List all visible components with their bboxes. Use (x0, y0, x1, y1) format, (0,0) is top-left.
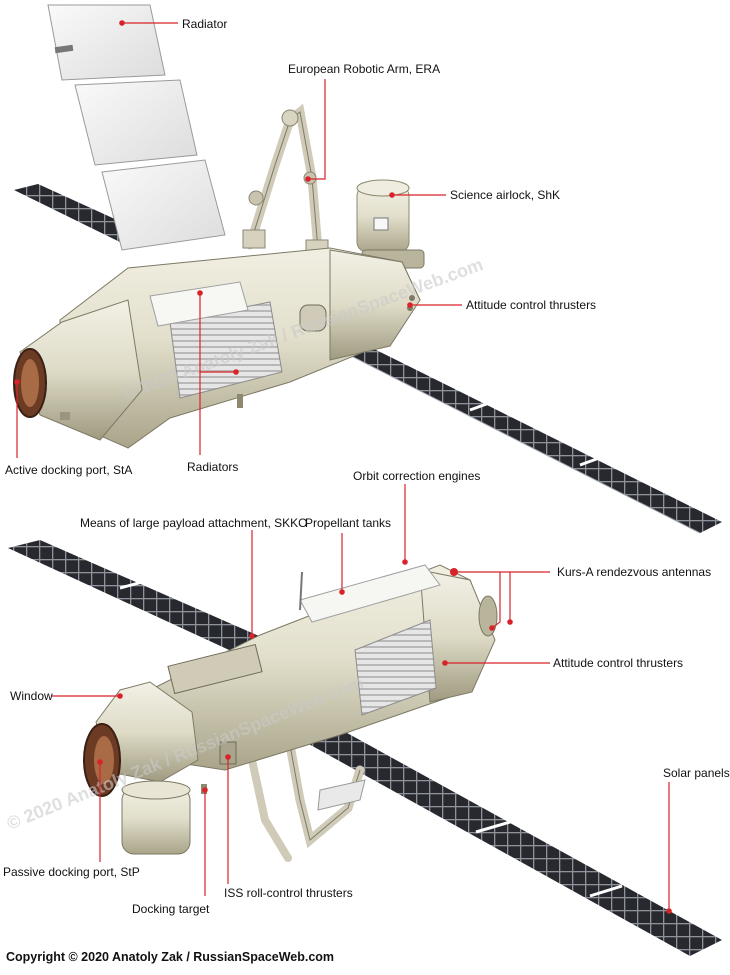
label-passive-docking-port: Passive docking port, StP (3, 865, 140, 879)
bottom-main-body (83, 564, 498, 855)
label-propellant-tanks: Propellant tanks (305, 516, 392, 530)
label-attitude-thrusters-bottom: Attitude control thrusters (553, 656, 684, 670)
lower-arm (248, 740, 366, 862)
bottom-module-view: © 2020 Anatoly Zak / RussianSpaceWeb.com (4, 540, 722, 956)
top-left-solar-array (14, 184, 150, 246)
label-radiators: Radiators (187, 460, 239, 474)
copyright-credit: Copyright © 2020 Anatoly Zak / RussianSp… (6, 950, 335, 964)
top-module-view: © 2020 Anatoly Zak / RussianSpaceWeb.com (13, 4, 722, 534)
label-kurs-antennas: Kurs-A rendezvous antennas (557, 565, 712, 579)
label-active-docking-port: Active docking port, StA (5, 463, 133, 477)
label-solar-panels: Solar panels (663, 766, 730, 780)
bottom-left-solar-array (8, 540, 268, 655)
top-main-body (13, 247, 421, 449)
label-skko: Means of large payload attachment, SKKO (80, 516, 308, 530)
radiator-panels (47, 4, 226, 251)
label-radiator: Radiator (182, 17, 228, 31)
label-era: European Robotic Arm, ERA (288, 62, 441, 76)
leader-dots (14, 20, 672, 914)
leader-lines (16, 22, 670, 911)
bottom-right-solar-array (298, 728, 722, 956)
label-science-airlock: Science airlock, ShK (450, 188, 561, 202)
label-attitude-thrusters-top: Attitude control thrusters (466, 298, 597, 312)
era-arm (242, 103, 329, 261)
label-orbit-correction-engines: Orbit correction engines (353, 469, 481, 483)
label-iss-roll-thrusters: ISS roll-control thrusters (224, 886, 353, 900)
top-right-solar-array (300, 322, 722, 533)
label-docking-target: Docking target (132, 902, 210, 916)
label-window: Window (10, 689, 53, 703)
